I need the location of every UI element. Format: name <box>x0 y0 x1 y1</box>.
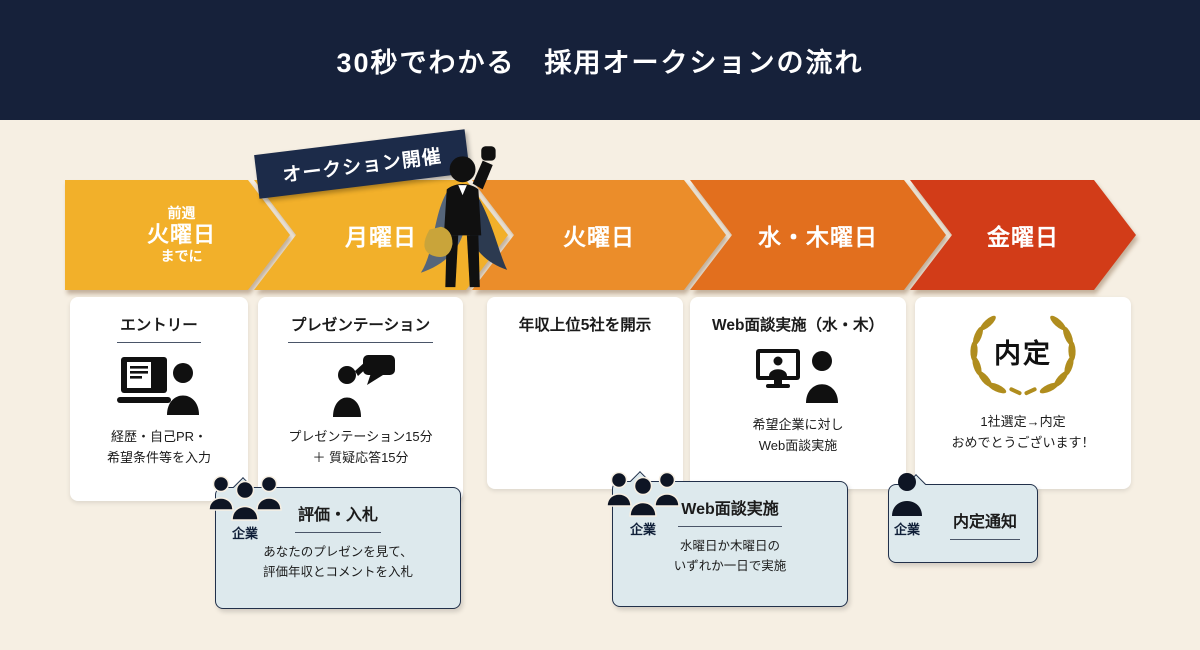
arrow-label-day: 火曜日 <box>146 221 216 247</box>
card-text: 経歴・自己PR・ 希望条件等を入力 <box>107 427 211 469</box>
bubble-title-text: 内定通知 <box>949 508 1020 540</box>
arrow-shape: 金曜日 <box>910 180 1136 290</box>
bubble-text-line: あなたのプレゼンを見て、 <box>263 545 413 559</box>
arrow-label-day: 水・木曜日 <box>758 224 878 250</box>
presenter-icon <box>325 355 397 417</box>
card-text-line: 希望条件等を入力 <box>106 449 211 465</box>
card-text: プレゼンテーション15分 ＋ 質疑応答15分 <box>288 427 432 469</box>
bubble-text-line: いずれか一日で実施 <box>673 559 787 573</box>
timeline-arrow-deadline: 前週 火曜日 までに <box>65 180 290 290</box>
card-title: Web面談実施（水・木） <box>712 317 884 334</box>
entry-laptop-icon <box>117 355 201 417</box>
laurel-wreath-icon: 内定 <box>948 309 1098 404</box>
card-web-interview: Web面談実施（水・木） 希望企業に対し Web面談実施 <box>690 297 906 489</box>
arrow-shape: 前週 火曜日 までに <box>65 180 290 290</box>
arrow-label-day: 月曜日 <box>345 224 417 250</box>
bubble-title: 評価・入札 <box>216 501 460 533</box>
bubble-web-interview: Web面談実施 水曜日か木曜日の いずれか一日で実施 <box>612 471 848 607</box>
arrow-shape: 水・木曜日 <box>690 180 946 290</box>
arrow-label-pre: 前週 <box>167 205 196 221</box>
offer-badge: 内定 <box>994 339 1052 369</box>
card-text: 希望企業に対し Web面談実施 <box>752 415 843 457</box>
company-label: 企業 <box>893 522 920 537</box>
bubble-title: Web面談実施 <box>613 495 847 527</box>
card-text-line: Web面談実施 <box>758 437 838 453</box>
superhero-businessman-icon <box>418 146 510 301</box>
web-meeting-icon <box>754 347 842 405</box>
timeline-arrow-tuesday: 火曜日 <box>472 180 726 290</box>
bubble-text: 水曜日か木曜日の いずれか一日で実施 <box>613 536 847 576</box>
bubble-title-text: Web面談実施 <box>678 495 782 527</box>
card-title-text: プレゼンテーション <box>287 313 434 343</box>
card-text-line: 1社選定→内定 <box>980 414 1066 429</box>
timeline-arrow-friday: 金曜日 <box>910 180 1136 290</box>
page-title: 30秒でわかる 採用オークションの流れ <box>336 47 864 78</box>
bubble-text: あなたのプレゼンを見て、 評価年収とコメントを入札 <box>216 542 460 582</box>
bubble-text-line: 評価年収とコメントを入札 <box>262 565 413 579</box>
company-person-icon: 企業 <box>886 472 928 538</box>
bubble-offer-notice: 内定通知 <box>888 474 1038 563</box>
bubble-title: 内定通知 <box>949 508 1020 540</box>
card-text: 1社選定→内定 おめでとうございます！ <box>951 412 1094 454</box>
companies-group-icon: 企業 <box>203 472 287 542</box>
bubble-text-line: 水曜日か木曜日の <box>679 539 780 553</box>
card-entry: エントリー 経歴・自己PR・ 希望条件等を入力 <box>70 297 248 501</box>
companies-group-icon: 企業 <box>601 468 685 538</box>
header-bar: 30秒でわかる 採用オークションの流れ <box>0 0 1200 120</box>
card-title: プレゼンテーション <box>287 313 434 343</box>
arrow-label: 前週 火曜日 までに <box>147 205 216 265</box>
card-text-line: 希望企業に対し <box>752 417 844 432</box>
arrow-label-day: 金曜日 <box>987 224 1059 250</box>
card-text-line: おめでとうございます！ <box>951 434 1095 450</box>
bubble-title-text: 評価・入札 <box>294 501 381 533</box>
card-text-line: プレゼンテーション15分 <box>288 429 433 444</box>
arrow-shape: 火曜日 <box>472 180 726 290</box>
card-title: エントリー <box>117 313 201 343</box>
card-presentation: プレゼンテーション プレゼンテーション15分 ＋ 質疑応答15分 <box>258 297 463 501</box>
card-text-line: 経歴・自己PR・ <box>110 429 208 444</box>
card-disclosure: 年収上位5社を開示 <box>487 297 683 489</box>
card-title: 年収上位5社を開示 <box>518 317 652 334</box>
arrow-label-day: 火曜日 <box>563 224 635 250</box>
bubble-evaluation-bid: 評価・入札 あなたのプレゼンを見て、 評価年収とコメントを入札 <box>215 477 461 609</box>
card-text-line: ＋ 質疑応答15分 <box>312 449 409 465</box>
timeline-arrow-wed-thu: 水・木曜日 <box>690 180 946 290</box>
card-offer: 内定 1社選定→内定 おめでとうございます！ <box>915 297 1131 489</box>
card-title-text: エントリー <box>117 313 201 343</box>
company-label: 企業 <box>231 526 258 541</box>
company-label: 企業 <box>629 522 656 537</box>
arrow-label-post: までに <box>160 248 203 265</box>
